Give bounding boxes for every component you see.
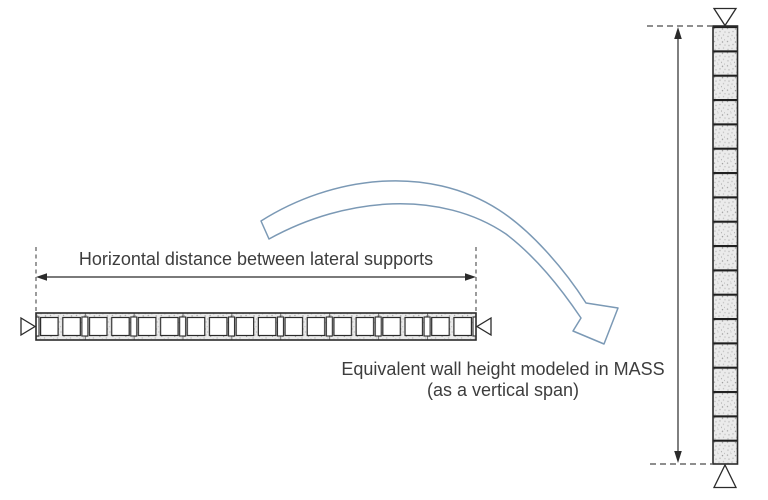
- equivalent-height-label: Equivalent wall height modeled in MASS (…: [312, 359, 694, 401]
- right-lateral-support-icon: [475, 316, 492, 337]
- top-support-icon: [712, 7, 738, 27]
- curved-transform-arrow: [260, 180, 619, 345]
- horizontal-dimension: [35, 247, 477, 311]
- arrowhead-up-icon: [674, 27, 682, 39]
- vertical-wall-elevation: [712, 7, 739, 489]
- bottom-support-icon: [712, 463, 738, 489]
- equivalent-height-label-line2: (as a vertical span): [426, 380, 580, 400]
- vertical-wall: [712, 25, 739, 465]
- horizontal-wall: [35, 312, 477, 341]
- arrowhead-right-icon: [465, 273, 476, 281]
- curved-arrow-icon: [260, 180, 619, 345]
- horizontal-dimension-label: Horizontal distance between lateral supp…: [78, 249, 434, 269]
- equivalent-height-label-line1: Equivalent wall height modeled in MASS: [341, 359, 665, 379]
- arrowhead-down-icon: [674, 451, 682, 463]
- horizontal-wall-plan: [20, 312, 492, 341]
- left-lateral-support-icon: [20, 316, 37, 337]
- arrowhead-left-icon: [36, 273, 47, 281]
- vertical-dimension: [647, 25, 712, 465]
